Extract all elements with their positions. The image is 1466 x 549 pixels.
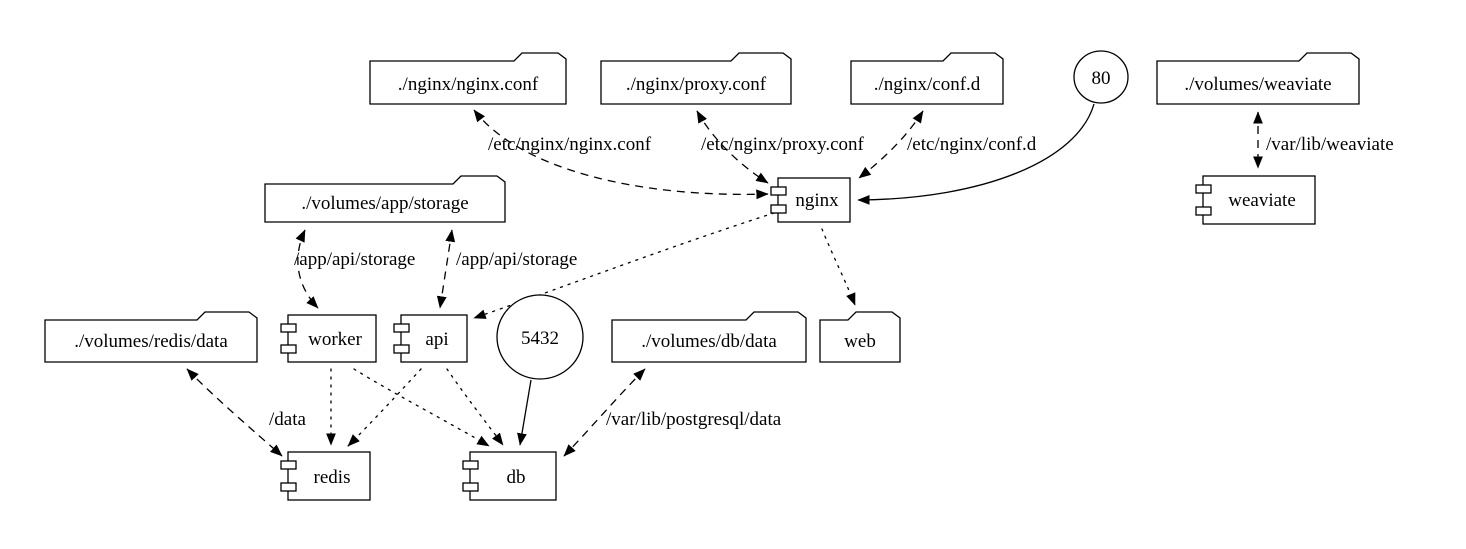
component-tab-icon: [280, 323, 297, 333]
node-weaviate-volume: ./volumes/weaviate: [1156, 52, 1360, 105]
node-label: ./nginx/proxy.conf: [626, 74, 767, 95]
node-label: ./nginx/nginx.conf: [398, 74, 539, 95]
node-label: ./volumes/redis/data: [74, 331, 228, 352]
component-tab-icon: [1195, 206, 1212, 216]
node-port-80: 80: [1073, 50, 1129, 104]
port-circle-icon: [1073, 50, 1129, 104]
node-conf-d-dir: ./nginx/conf.d: [850, 52, 1004, 105]
edge-worker-to-db: [353, 368, 490, 447]
edge-api-to-redis: [347, 368, 422, 447]
node-nginx: nginx: [770, 177, 851, 223]
node-label: web: [844, 331, 876, 352]
folder-icon: [44, 311, 258, 363]
edge-labels-layer: /etc/nginx/nginx.conf /etc/nginx/proxy.c…: [269, 134, 1394, 430]
node-label: 5432: [521, 328, 559, 349]
edge-port-80-to-nginx: [857, 103, 1095, 205]
edge-label-api-storage-mount: /app/api/storage: [456, 249, 577, 270]
component-tab-icon: [770, 186, 787, 196]
component-body: [400, 314, 468, 363]
folder-icon: [611, 311, 807, 363]
component-tab-icon: [393, 344, 410, 354]
nodes-layer: ./nginx/nginx.conf ./nginx/proxy.conf ./…: [44, 50, 1360, 501]
node-app-storage-volume: ./volumes/app/storage: [264, 175, 506, 223]
node-db-data-volume: ./volumes/db/data: [611, 311, 807, 363]
edge-nginx-to-nginx-conf-file: [473, 109, 769, 200]
edge-nginx-to-conf-d-dir: [858, 110, 924, 179]
edge-api-to-db: [446, 368, 504, 446]
component-body: [1202, 175, 1316, 225]
port-circle-icon: [496, 294, 584, 380]
edge-label-worker-storage-mount: /app/api/storage: [294, 249, 415, 270]
node-label: ./volumes/weaviate: [1184, 74, 1331, 95]
node-web: web: [819, 311, 901, 363]
component-body: [287, 314, 377, 363]
node-api: api: [393, 314, 468, 363]
node-label: api: [425, 329, 448, 350]
node-label: redis: [314, 467, 351, 488]
edge-label-redis-data-mount: /data: [269, 409, 306, 430]
component-body: [777, 177, 851, 223]
edge-port-5432-to-db: [517, 379, 532, 446]
component-tab-icon: [770, 204, 787, 214]
node-label: 80: [1092, 68, 1111, 89]
folder-icon: [264, 175, 506, 223]
component-tab-icon: [462, 482, 479, 492]
node-label: db: [507, 467, 526, 488]
component-body: [287, 451, 371, 501]
edge-nginx-to-proxy-conf-file: [696, 110, 769, 184]
node-redis: redis: [280, 451, 371, 501]
node-db: db: [462, 451, 557, 501]
edge-label-proxy-conf-mount: /etc/nginx/proxy.conf: [701, 134, 865, 155]
node-nginx-conf-file: ./nginx/nginx.conf: [369, 52, 567, 105]
edge-api-to-app-storage-volume: [436, 229, 456, 309]
node-weaviate: weaviate: [1195, 175, 1316, 225]
component-tab-icon: [393, 323, 410, 333]
component-tab-icon: [1195, 184, 1212, 194]
folder-icon: [819, 311, 901, 363]
edge-db-to-db-data-volume: [563, 368, 646, 457]
node-label: ./volumes/db/data: [641, 331, 777, 352]
node-label: nginx: [795, 190, 839, 211]
edges-layer: [186, 103, 1263, 457]
node-redis-data-volume: ./volumes/redis/data: [44, 311, 258, 363]
node-label: ./nginx/conf.d: [874, 74, 981, 95]
node-port-5432: 5432: [496, 294, 584, 380]
folder-icon: [1156, 52, 1360, 105]
edge-worker-to-app-storage-volume: [295, 229, 319, 309]
edge-label-db-data-mount: /var/lib/postgresql/data: [606, 409, 782, 430]
component-tab-icon: [280, 482, 297, 492]
component-tab-icon: [280, 460, 297, 470]
edge-label-nginx-conf-mount: /etc/nginx/nginx.conf: [488, 134, 652, 155]
node-proxy-conf-file: ./nginx/proxy.conf: [600, 52, 792, 105]
folder-icon: [850, 52, 1004, 105]
node-label: weaviate: [1228, 190, 1296, 211]
folder-icon: [369, 52, 567, 105]
node-label: ./volumes/app/storage: [301, 193, 468, 214]
edge-label-weaviate-mount: /var/lib/weaviate: [1266, 134, 1394, 155]
node-label: worker: [308, 329, 362, 350]
edge-redis-to-redis-data-volume: [186, 368, 283, 457]
edge-nginx-to-web: [821, 228, 856, 306]
folder-icon: [600, 52, 792, 105]
component-tab-icon: [462, 460, 479, 470]
node-worker: worker: [280, 314, 377, 363]
component-tab-icon: [280, 344, 297, 354]
edge-label-conf-d-mount: /etc/nginx/conf.d: [907, 134, 1037, 155]
component-body: [469, 451, 557, 501]
